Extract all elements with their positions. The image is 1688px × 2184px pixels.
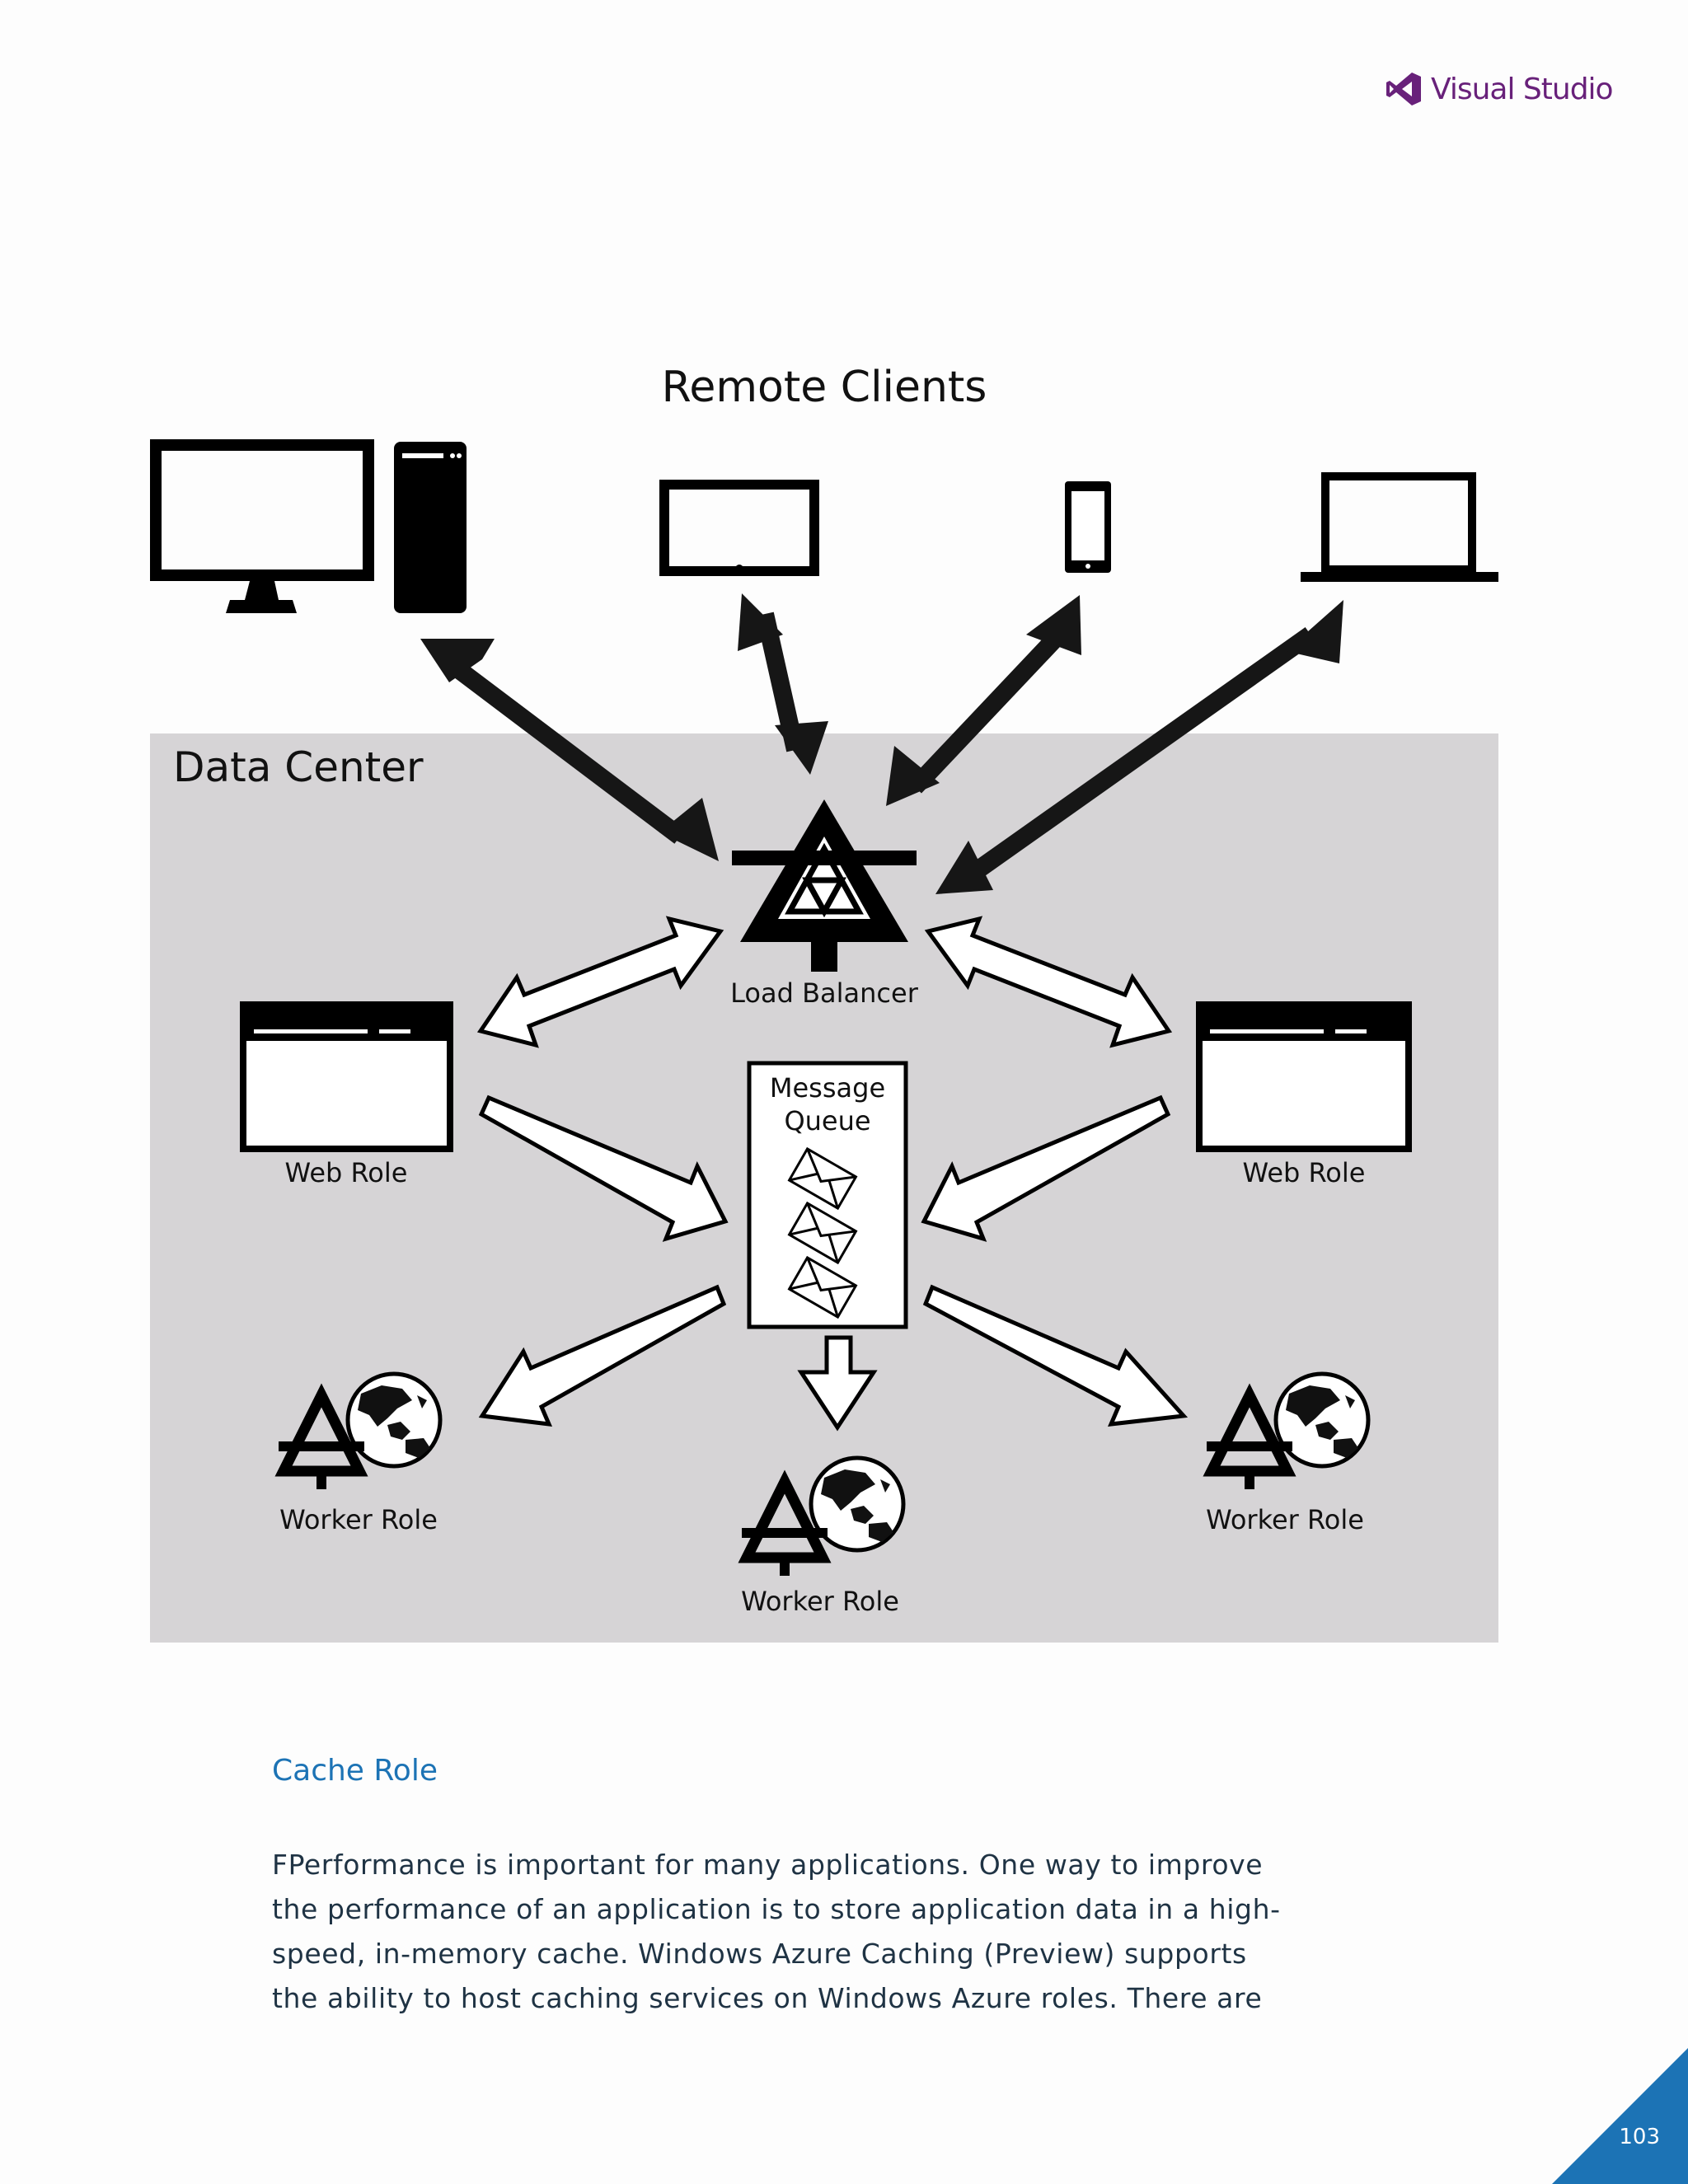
web-role-to-queue-arrows: [478, 1094, 1171, 1242]
worker-role-left-label: Worker Role: [279, 1504, 438, 1535]
phone-icon: [1065, 481, 1111, 573]
worker-role-right-label: Worker Role: [1206, 1504, 1364, 1535]
web-role-right-label: Web Role: [1242, 1157, 1366, 1188]
body-paragraph: FPerformance is important for many appli…: [272, 1843, 1281, 2021]
worker-role-center-icon: [742, 1458, 903, 1576]
message-queue-label: Message Queue: [749, 1071, 906, 1137]
worker-role-left-icon: [279, 1374, 440, 1489]
visual-studio-logo-icon: [1386, 73, 1421, 105]
worker-role-center-label: Worker Role: [741, 1586, 899, 1617]
web-role-left-icon: [240, 1001, 453, 1152]
message-queue-label-line1: Message: [769, 1072, 886, 1104]
remote-clients-title: Remote Clients: [661, 363, 987, 412]
web-role-left-label: Web Role: [284, 1157, 408, 1188]
load-balancer-web-role-arrows: [476, 916, 1173, 1048]
page-number: 103: [1619, 2125, 1660, 2149]
desktop-pc-icon: [150, 439, 467, 613]
page-corner-accent: [1552, 2048, 1688, 2184]
data-center-title: Data Center: [173, 743, 424, 791]
queue-to-worker-arrows: [478, 1284, 1189, 1432]
load-balancer-label: Load Balancer: [730, 977, 918, 1009]
message-queue-box: [747, 1061, 908, 1329]
body-line: the performance of an application is to …: [272, 1893, 1281, 1925]
brand-logo: Visual Studio: [1385, 66, 1614, 112]
client-connection-arrows: [439, 612, 1316, 881]
worker-role-right-icon: [1207, 1374, 1368, 1489]
laptop-icon: [1301, 472, 1498, 582]
body-line: the ability to host caching services on …: [272, 1982, 1263, 2014]
body-line: FPerformance is important for many appli…: [272, 1849, 1264, 1881]
section-heading: Cache Role: [272, 1754, 438, 1788]
brand-name: Visual Studio: [1431, 72, 1614, 106]
client-arrowheads: [420, 593, 1343, 894]
tablet-icon: [659, 480, 819, 576]
load-balancer-icon: [732, 799, 917, 972]
message-queue-label-line2: Queue: [784, 1105, 871, 1137]
body-line: speed, in-memory cache. Windows Azure Ca…: [272, 1938, 1247, 1970]
web-role-right-icon: [1196, 1001, 1412, 1152]
